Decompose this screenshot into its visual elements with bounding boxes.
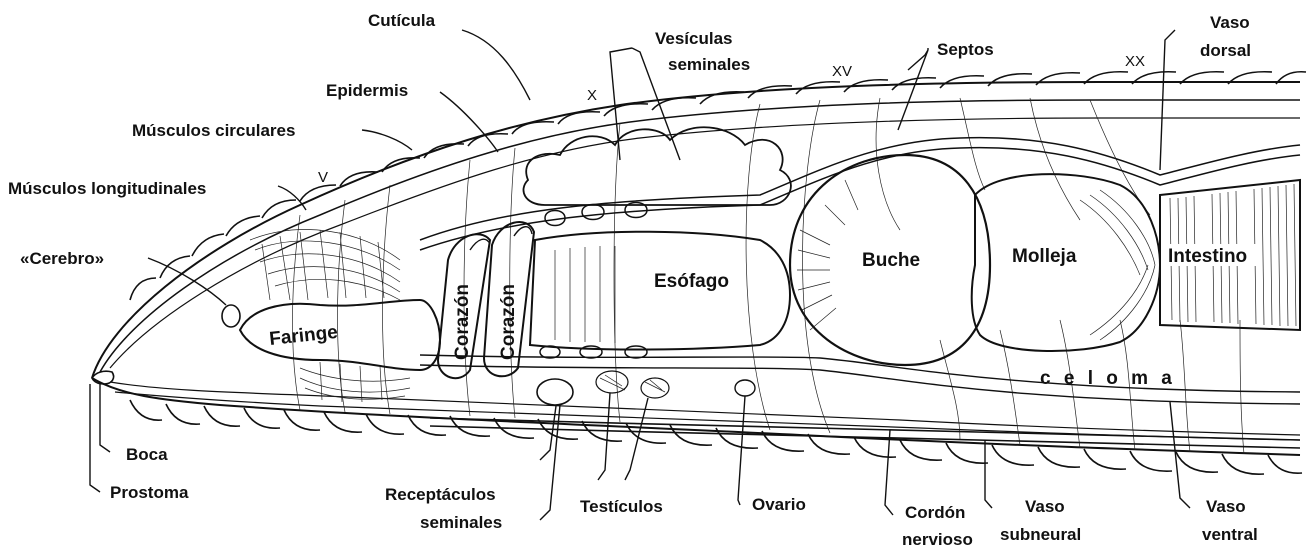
intestino-label: Intestino: [1168, 246, 1247, 267]
vaso-subneural-label-1: Vaso: [1025, 497, 1065, 516]
celoma-label: c e l o m a: [1040, 368, 1176, 389]
cerebro-label: «Cerebro»: [20, 249, 104, 268]
buche-label: Buche: [862, 250, 920, 271]
cerebral-ganglion: [222, 305, 240, 327]
segment-v-label: V: [318, 169, 328, 186]
segment-x-label: X: [587, 87, 597, 104]
vaso-dorsal-label-1: Vaso: [1210, 13, 1250, 32]
faringe-label: Faringe: [268, 322, 338, 350]
cordon-label-2: nervioso: [902, 530, 973, 548]
cuticula-label: Cutícula: [368, 11, 436, 30]
testiculos-label: Testículos: [580, 497, 663, 516]
molleja-label: Molleja: [1012, 246, 1077, 267]
receptaculos-label-2: seminales: [420, 513, 502, 532]
vaso-ventral-label-2: ventral: [1202, 525, 1258, 544]
epidermis-label: Epidermis: [326, 81, 408, 100]
esofago-label: Esófago: [654, 271, 729, 292]
ovario-label: Ovario: [752, 495, 806, 514]
prostoma-label: Prostoma: [110, 483, 189, 502]
reproductive-organs: [537, 371, 755, 405]
musculos-circulares-label: Músculos circulares: [132, 121, 295, 140]
vaso-subneural-label-2: subneural: [1000, 525, 1081, 544]
boca-label: Boca: [126, 445, 168, 464]
vaso-ventral-label-1: Vaso: [1206, 497, 1246, 516]
corazon-label-1: Corazón: [452, 284, 473, 360]
segment-xv-label: XV: [832, 63, 852, 80]
vesiculas-label-1: Vesículas: [655, 29, 733, 48]
vesiculas-label-2: seminales: [668, 55, 750, 74]
segment-xx-label: XX: [1125, 53, 1145, 70]
corazon-label-2: Corazón: [498, 284, 519, 360]
septos-label: Septos: [937, 40, 994, 59]
cordon-label-1: Cordón: [905, 503, 965, 522]
receptaculos-label-1: Receptáculos: [385, 485, 496, 504]
musculos-longitudinales-label: Músculos longitudinales: [8, 179, 206, 198]
seminal-vesicles: [523, 127, 790, 205]
vaso-dorsal-label-2: dorsal: [1200, 41, 1251, 60]
